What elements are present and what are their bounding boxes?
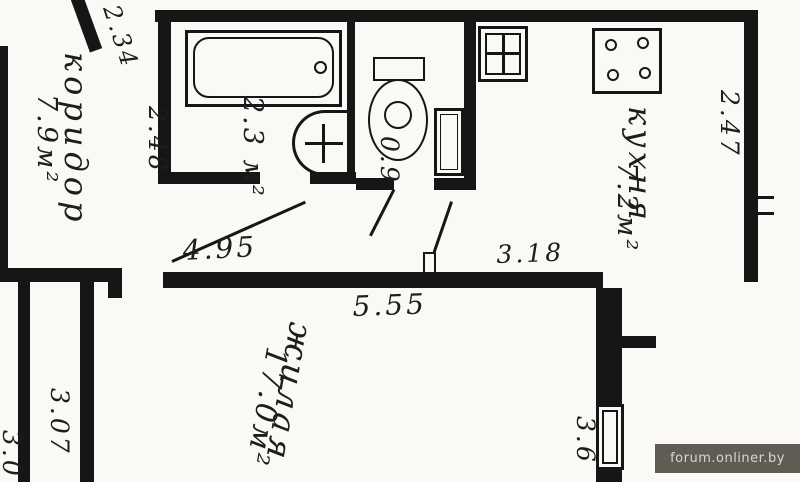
- dim-hall-width: 4.95: [181, 230, 258, 267]
- dim-kitchen-depth: 2.47: [715, 90, 744, 158]
- room-area-bathroom: 2.3 м²: [237, 96, 268, 199]
- toilet-tank: [373, 57, 425, 81]
- door-leaf-living: [431, 201, 453, 256]
- room-area-kitchen: 7.2м²: [611, 162, 642, 254]
- toilet-bowl-inner: [384, 101, 412, 129]
- wall-partition-bath-toilet: [347, 22, 355, 184]
- window-icon: [596, 404, 624, 470]
- wall-top: [155, 10, 758, 22]
- room-label-corridor: коридор: [57, 52, 95, 227]
- wall-right: [744, 10, 758, 282]
- dim-left-room-a: 3.07: [45, 388, 74, 456]
- watermark: forum.onliner.by: [655, 444, 800, 473]
- bathtub-icon: [185, 30, 342, 107]
- wall-corridor-bottom: [0, 268, 122, 282]
- window-inner: [602, 410, 618, 464]
- toilet-fixture-icon: [368, 55, 430, 165]
- room-area-corridor: 7.9м²: [31, 94, 62, 186]
- bathtub-inner: [193, 37, 334, 98]
- bathtub-drain-icon: [314, 61, 327, 74]
- washbasin-icon: [292, 110, 350, 176]
- stove-burner-4: [639, 67, 651, 79]
- wall-bottom-right-step: [622, 336, 656, 348]
- wall-bottom-right: [596, 288, 622, 406]
- watermark-text: forum.onliner.by: [670, 451, 785, 466]
- dim-entry: 2.34: [97, 1, 145, 73]
- window-tick-bottom: [744, 212, 774, 215]
- dim-kitchen-width: 3.18: [495, 237, 565, 269]
- wall-bathroom-bottom: [158, 172, 260, 184]
- wall-bottom-left-1: [18, 282, 30, 482]
- wall-bathroom-left: [158, 22, 171, 182]
- room-area-toilet: 0.9: [375, 136, 404, 185]
- dim-living-width: 5.55: [351, 287, 428, 323]
- toilet-bowl: [368, 79, 428, 161]
- door-leaf-toilet: [369, 188, 396, 237]
- water-heater-icon: [434, 108, 464, 176]
- wall-toilet-right: [464, 22, 476, 190]
- wall-middle: [163, 272, 603, 288]
- dim-right-room: 3.6: [571, 416, 600, 465]
- stove-burner-2: [637, 37, 649, 49]
- wall-toilet-bottom-left: [356, 178, 394, 190]
- stove-burner-1: [605, 39, 617, 51]
- dim-bath-width: 2.48: [143, 106, 172, 174]
- dim-left-room-b: 3.0: [0, 430, 26, 479]
- wall-toilet-bottom-right: [434, 178, 476, 190]
- wall-entry-diagonal: [70, 0, 103, 53]
- wall-corridor-stub: [108, 268, 122, 298]
- washbasin-tap-v: [322, 124, 325, 163]
- wall-bottom-left-2: [80, 282, 94, 482]
- wall-left-outer: [0, 46, 8, 282]
- door-opening-marker: [423, 252, 436, 274]
- stove-icon: [592, 28, 662, 94]
- vent-shaft-cross-h: [485, 52, 521, 55]
- water-heater-inner: [440, 114, 458, 170]
- stove-burner-3: [607, 69, 619, 81]
- wall-below-window: [596, 468, 622, 482]
- window-tick-top: [744, 196, 774, 199]
- vent-shaft-icon: [478, 26, 528, 82]
